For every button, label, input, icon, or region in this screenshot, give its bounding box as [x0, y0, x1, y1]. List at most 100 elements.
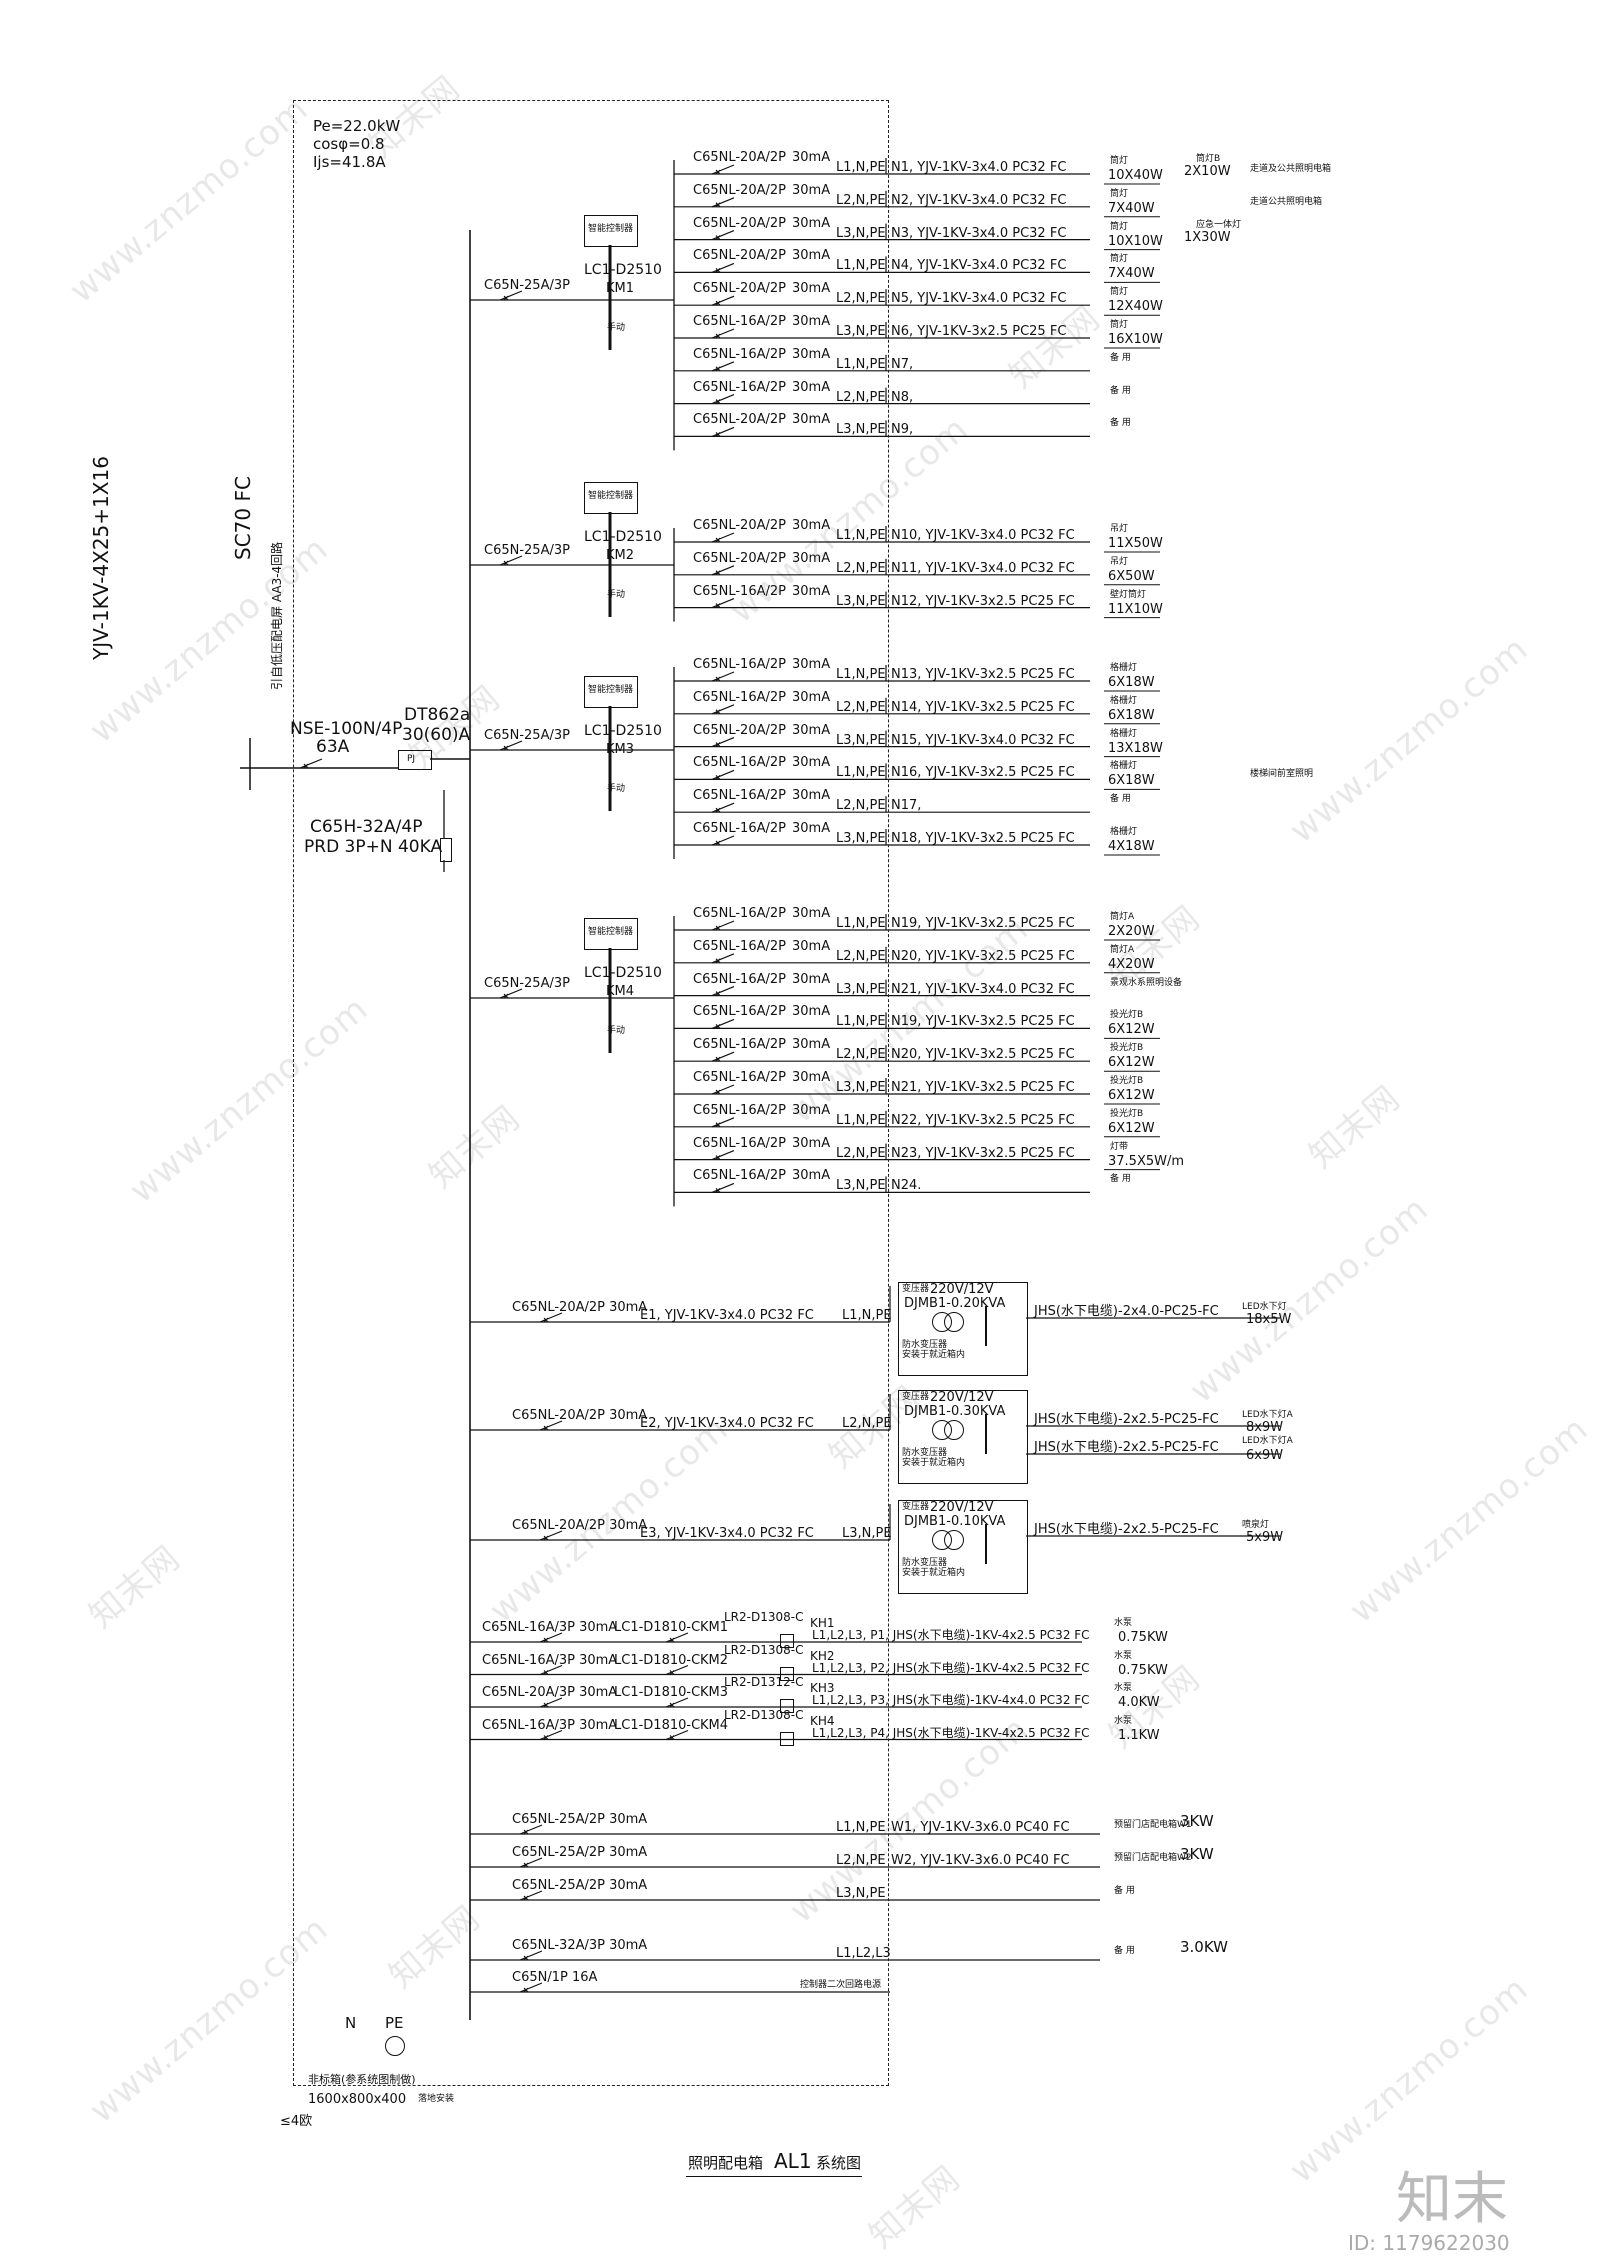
circuit-load-value: 10X40W	[1108, 168, 1163, 183]
circuit-rcd-label: 30mA	[792, 788, 831, 804]
circuit-extra-name: 应急一体灯	[1196, 219, 1242, 230]
group-feed-breaker: C65N-25A/3P	[484, 728, 570, 743]
tf-breaker-symbol	[539, 1420, 563, 1431]
pump-contactor-symbol	[665, 1697, 689, 1708]
circuit-load-value: 6X12W	[1108, 1055, 1155, 1071]
circuit-load-name: 格栅灯	[1110, 761, 1138, 772]
circuit-breaker-symbol	[711, 1084, 735, 1095]
tf-model: DJMB1-0.10KVA	[904, 1514, 1006, 1529]
circuit-cable-label: N12, YJV-1KV-3x2.5 PC25 FC	[891, 593, 1075, 609]
socket-breaker-label: C65NL-25A/2P 30mA	[512, 1878, 648, 1893]
circuit-breaker-symbol	[711, 1150, 735, 1161]
circuit-breaker-symbol	[711, 394, 735, 405]
circuit-breaker-symbol	[711, 164, 735, 175]
controller-box-label: 智能控制器	[588, 685, 634, 695]
box-name: 非标箱(参系统图制做)	[308, 2073, 416, 2086]
panel-enclosure	[293, 100, 889, 2086]
circuit-load-value: 4X20W	[1108, 956, 1155, 972]
circuit-phase-label: L3,N,PE	[836, 1178, 886, 1194]
circuit-phase-label: L1,N,PE	[836, 765, 886, 781]
circuit-breaker-label: C65NL-20A/2P	[693, 150, 786, 165]
circuit-rcd-label: 30mA	[792, 314, 831, 329]
drawing-title-id: AL1	[774, 2149, 812, 2173]
pump-contactor-label: LC1-D1810-C	[614, 1717, 701, 1733]
circuit-cable-label: N14, YJV-1KV-3x2.5 PC25 FC	[891, 699, 1075, 715]
pump-contactor-label: LC1-D1810-C	[614, 1652, 701, 1668]
pump-breaker-symbol	[539, 1697, 563, 1708]
pump-contactor-label: LC1-D1810-C	[614, 1620, 701, 1635]
circuit-load-value: 6X12W	[1108, 1120, 1155, 1136]
main-breaker-rating: 63A	[316, 737, 350, 757]
controller-box-label: 智能控制器	[588, 224, 634, 234]
pump-kh-label: KH3	[810, 1681, 835, 1695]
circuit-rcd-label: 30mA	[792, 906, 831, 921]
socket-phase-label: L1,N,PE	[836, 1820, 886, 1835]
incoming-conduit-label: SC70 FC	[231, 476, 255, 560]
tf-breaker-label: C65NL-20A/2P 30mA	[512, 1518, 648, 1533]
circuit-load-value: 2X20W	[1108, 924, 1155, 939]
cos-text: cosφ=0.8	[313, 135, 385, 153]
tf-load1-name: 喷泉灯	[1242, 1520, 1270, 1530]
contactor-label: LC1-D2510	[584, 262, 662, 278]
circuit-breaker-symbol	[711, 704, 735, 715]
circuit-breaker-symbol	[711, 230, 735, 241]
circuit-breaker-label: C65NL-16A/2P	[693, 689, 786, 705]
group-feed-breaker: C65N-25A/3P	[484, 278, 570, 293]
pump-relay-label: LR2-D1312-C	[724, 1675, 804, 1689]
circuit-breaker-label: C65NL-20A/2P	[693, 550, 786, 566]
circuit-rcd-label: 30mA	[792, 379, 831, 395]
thermal-relay-icon	[780, 1731, 794, 1746]
circuit-note: 走道及公共照明电箱	[1250, 164, 1332, 174]
circuit-phase-label: L1,N,PE	[836, 1112, 886, 1128]
pump-kh-label: KH4	[810, 1713, 835, 1728]
circuit-load-value: 10X10W	[1108, 233, 1163, 249]
circuit-load-value: 16X10W	[1108, 332, 1163, 347]
socket-load-value: 3.0KW	[1180, 1938, 1228, 1956]
circuit-cable-label: N21, YJV-1KV-3x4.0 PC32 FC	[891, 981, 1075, 997]
circuit-cable-label: N20, YJV-1KV-3x2.5 PC25 FC	[891, 948, 1075, 964]
circuit-cable-label: N21, YJV-1KV-3x2.5 PC25 FC	[891, 1080, 1075, 1095]
socket-breaker-symbol	[519, 1824, 543, 1835]
circuit-phase-label: L3,N,PE	[836, 593, 886, 609]
circuit-cable-label: N19, YJV-1KV-3x2.5 PC25 FC	[891, 1014, 1075, 1030]
controller-note: 手动	[607, 1026, 626, 1036]
socket-phase-label: L1,L2,L3	[836, 1946, 891, 1961]
circuit-cable-label: N1, YJV-1KV-3x4.0 PC32 FC	[891, 160, 1067, 175]
spd-breaker-label: C65H-32A/4P	[310, 817, 423, 837]
socket-load-value: 3KW	[1180, 1812, 1214, 1830]
circuit-breaker-symbol	[711, 295, 735, 306]
circuit-breaker-symbol	[711, 1018, 735, 1029]
incoming-cable-label: YJV-1KV-4X25+1X16	[89, 456, 113, 660]
spd-label: PRD 3P+N 40KA	[304, 837, 443, 857]
circuit-rcd-label: 30mA	[792, 281, 831, 297]
circuit-load-name: 筒灯	[1110, 188, 1129, 199]
circuit-breaker-symbol	[711, 920, 735, 931]
tf-note1: 防水变压器	[902, 1558, 948, 1568]
circuit-load-value: 6X18W	[1108, 707, 1155, 723]
circuit-breaker-label: C65NL-16A/2P	[693, 1070, 786, 1085]
feed-breaker-symbol	[499, 740, 523, 751]
meter-label: DT862a	[404, 705, 471, 725]
circuit-breaker-label: C65NL-20A/2P	[693, 722, 786, 738]
circuit-load-name: 筒灯	[1110, 254, 1129, 265]
circuit-load-value: 4X18W	[1108, 839, 1155, 854]
circuit-rcd-label: 30mA	[792, 722, 831, 738]
transformer-coil-icon	[944, 1312, 964, 1332]
circuit-load-name: 筒灯	[1110, 156, 1129, 166]
main-breaker-symbol	[299, 758, 323, 769]
circuit-rcd-label: 30mA	[792, 583, 831, 599]
socket-breaker-symbol	[519, 1857, 543, 1868]
pump-km-label: KM1	[700, 1620, 729, 1635]
circuit-note: 走道公共照明电箱	[1250, 196, 1323, 207]
pump-breaker-label: C65NL-16A/3P 30mA	[482, 1620, 618, 1635]
socket-breaker-symbol	[519, 1890, 543, 1901]
pump-load-value: 0.75KW	[1118, 1630, 1168, 1645]
socket-breaker-symbol	[519, 1982, 543, 1993]
socket-breaker-label: C65NL-25A/2P 30mA	[512, 1812, 648, 1827]
drawing-title-cn: 照明配电箱	[688, 2154, 764, 2172]
circuit-extra-value: 1X30W	[1184, 229, 1231, 245]
pump-contactor-symbol	[665, 1729, 689, 1741]
transformer-box	[898, 1390, 1028, 1484]
pump-cable-label: L1,L2,L3, P3, JHS(水下电缆)-1KV-4x4.0 PC32 F…	[812, 1693, 1090, 1707]
feed-breaker-symbol	[499, 988, 523, 999]
